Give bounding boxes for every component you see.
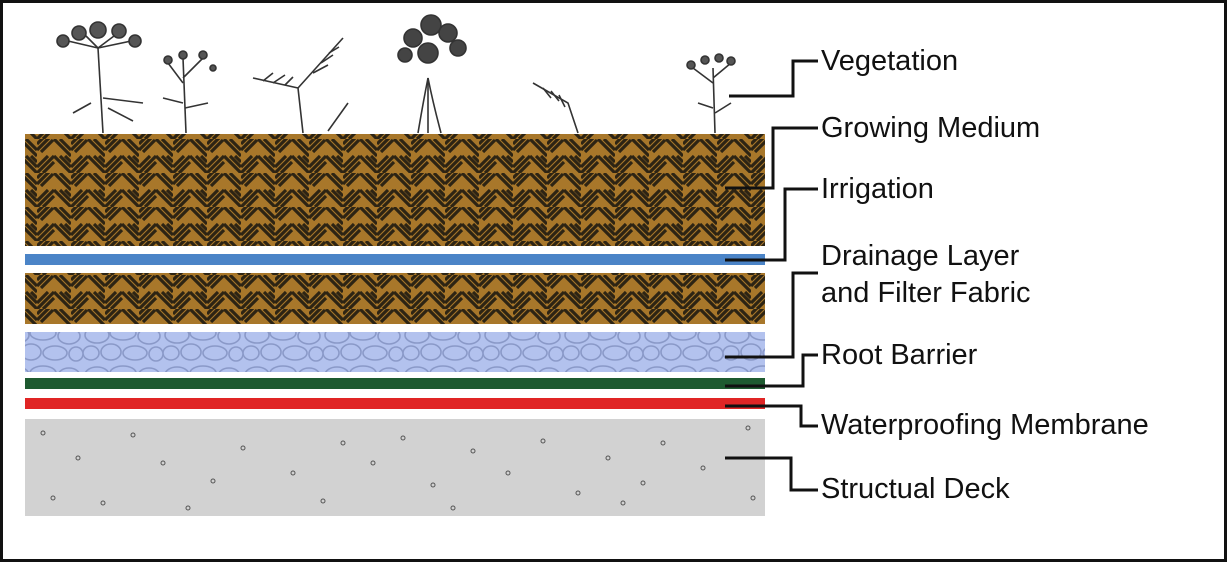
label-drainage-line2: and Filter Fabric [821,277,1031,309]
leader-lines [725,59,818,492]
waterproofing-layer [25,398,765,409]
green-roof-cross-section [25,14,818,516]
drainage-layer [25,332,765,372]
leader-root-barrier [725,353,818,388]
label-root-barrier: Root Barrier [821,339,978,371]
label-growing-medium: Growing Medium [821,112,1041,144]
vegetation-plants [56,14,736,134]
growing-medium-layer [25,134,765,246]
plant-umbel-1 [56,21,144,134]
label-vegetation: Vegetation [821,45,959,77]
plant-fern-1 [252,37,349,134]
leader-growing-medium [725,126,818,190]
label-drainage-line1: Drainage Layer [821,240,1020,272]
leader-drainage [725,271,818,359]
growing-medium-lower-layer [25,273,765,324]
plant-yarrow-1 [162,50,217,134]
leader-irrigation [725,187,818,262]
structural-deck-layer [25,419,765,516]
label-irrigation: Irrigation [821,173,934,205]
deck-aggregate [40,425,756,511]
leader-deck [725,456,818,492]
irrigation-layer [25,254,765,265]
label-structural-deck: Structual Deck [821,473,1010,505]
plant-yarrow-2 [686,53,736,134]
leader-vegetation [729,59,818,98]
plant-tall-1 [397,14,467,134]
plant-fern-2 [532,82,579,134]
label-waterproofing: Waterproofing Membrane [821,409,1149,441]
leader-waterproofing [725,404,818,428]
root-barrier-layer [25,378,765,389]
